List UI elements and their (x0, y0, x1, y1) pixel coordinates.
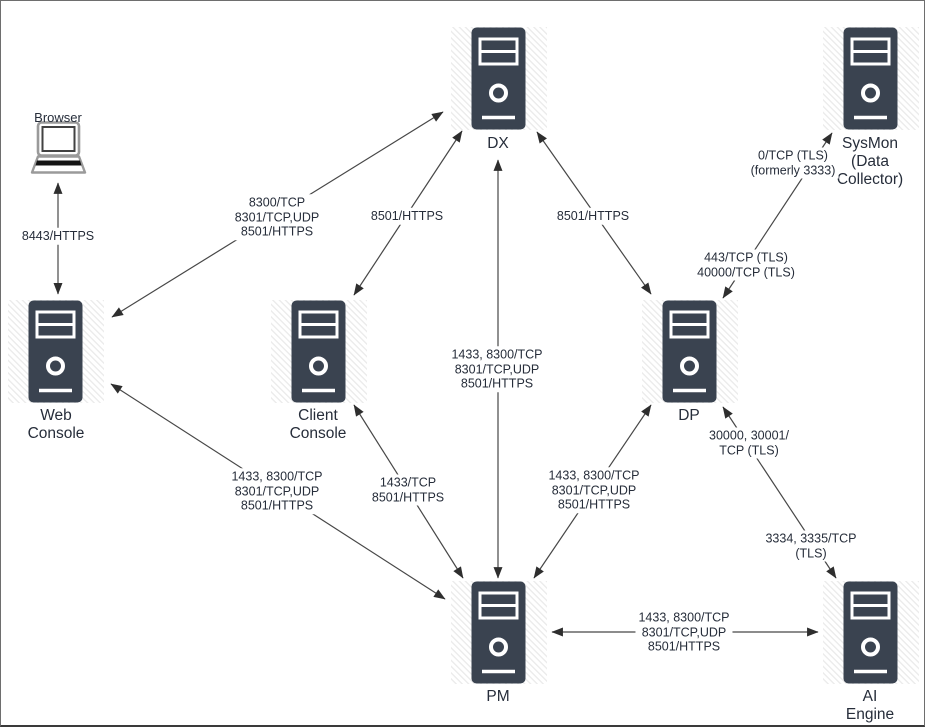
edge-label-dp-sysmon-upper: 0/TCP (TLS) (formerly 3333) (747, 147, 839, 179)
edge-label-dp-aiengine-lower: 3334, 3335/TCP (TLS) (762, 530, 860, 562)
node-dp-label: DP (678, 407, 700, 424)
edge-label-browser-webconsole: 8443/HTTPS (18, 227, 98, 245)
server-icon-aiengine (843, 581, 898, 684)
edge-label-clientconsole-pm: 1433/TCP 8501/HTTPS (368, 474, 448, 506)
laptop-icon (30, 121, 87, 174)
node-dx-label: DX (487, 135, 509, 152)
server-icon-pm (471, 581, 526, 684)
node-pm-label: PM (486, 688, 510, 705)
node-sysmon-label: SysMon (Data Collector) (836, 135, 904, 188)
node-clientconsole-label: Client Console (289, 407, 347, 442)
edge-label-dp-sysmon-lower: 443/TCP (TLS) 40000/TCP (TLS) (694, 249, 798, 281)
server-icon-clientconsole (291, 300, 346, 403)
node-webconsole-label: Web Console (27, 407, 85, 442)
edge-label-clientconsole-dx: 8501/HTTPS (367, 207, 447, 225)
edge-label-dx-dp: 8501/HTTPS (553, 207, 633, 225)
server-icon-sysmon (843, 27, 898, 130)
edge-label-pm-dp: 1433, 8300/TCP 8301/TCP,UDP 8501/HTTPS (545, 467, 643, 513)
server-icon-dx (471, 27, 526, 130)
server-icon-webconsole (28, 300, 83, 403)
edge-label-pm-dx: 1433, 8300/TCP 8301/TCP,UDP 8501/HTTPS (448, 346, 546, 392)
node-browser-label: Browser (34, 110, 82, 125)
edge-label-pm-aiengine: 1433, 8300/TCP 8301/TCP,UDP 8501/HTTPS (635, 609, 733, 655)
edge-label-dp-aiengine-upper: 30000, 30001/ TCP (TLS) (706, 427, 792, 459)
edge-label-webconsole-dx: 8300/TCP 8301/TCP,UDP 8501/HTTPS (231, 194, 323, 240)
edge-label-webconsole-pm: 1433, 8300/TCP 8301/TCP,UDP 8501/HTTPS (228, 468, 326, 514)
server-icon-dp (662, 300, 717, 403)
node-aiengine-label: AI Engine (845, 688, 895, 723)
